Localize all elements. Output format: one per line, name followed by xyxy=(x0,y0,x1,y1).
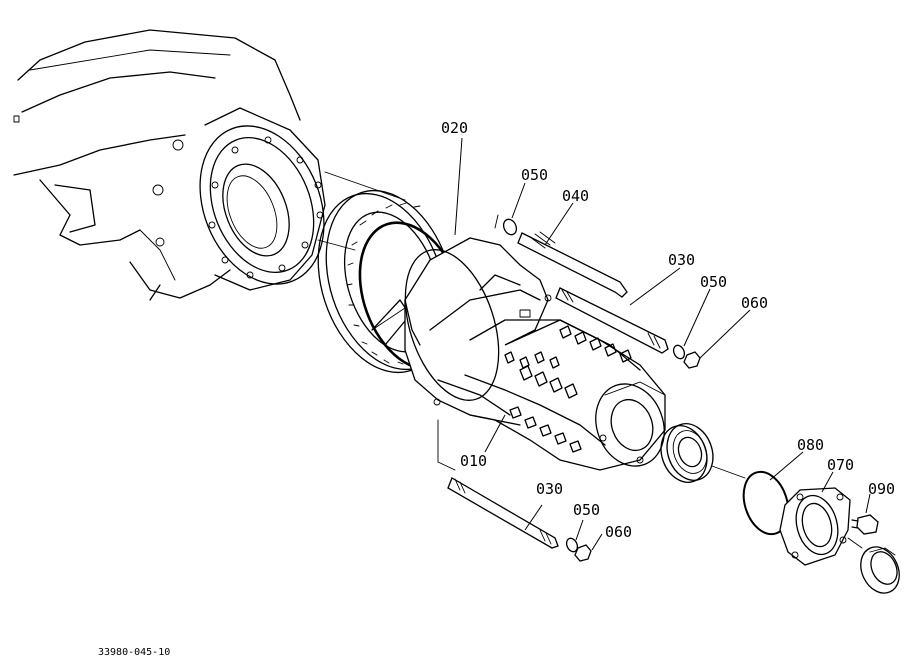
washer-050-mid xyxy=(672,344,686,360)
stud-030-upper xyxy=(555,287,669,354)
label-020: 020 xyxy=(441,119,468,137)
label-060-mid: 060 xyxy=(741,294,768,312)
cover-070 xyxy=(779,487,851,566)
reduction-case-010 xyxy=(404,237,666,471)
bolt-090 xyxy=(851,514,879,535)
label-070: 070 xyxy=(827,456,854,474)
nut-060-mid xyxy=(683,351,701,369)
washer-050-lower xyxy=(565,537,579,553)
label-030-upper: 030 xyxy=(668,251,695,269)
bolt-040 xyxy=(517,231,628,298)
label-030-lower: 030 xyxy=(536,480,563,498)
label-060-lower: 060 xyxy=(605,523,632,541)
label-010: 010 xyxy=(460,452,487,470)
nut-060-lower xyxy=(574,544,592,562)
label-040: 040 xyxy=(562,187,589,205)
o-ring-080 xyxy=(742,470,790,536)
washer-050-upper xyxy=(502,218,518,236)
label-090: 090 xyxy=(868,480,895,498)
label-050-upper: 050 xyxy=(521,166,548,184)
housing-flange xyxy=(199,107,406,291)
leader-lines xyxy=(454,137,871,551)
axle-housing xyxy=(13,29,301,301)
label-050-mid: 050 xyxy=(700,273,727,291)
figure-code: 33980-045-10 xyxy=(98,647,170,658)
end-cap xyxy=(860,546,900,594)
stud-030-lower xyxy=(447,477,559,549)
ball-bearing xyxy=(660,423,714,483)
label-080: 080 xyxy=(797,436,824,454)
label-050-lower: 050 xyxy=(573,501,600,519)
